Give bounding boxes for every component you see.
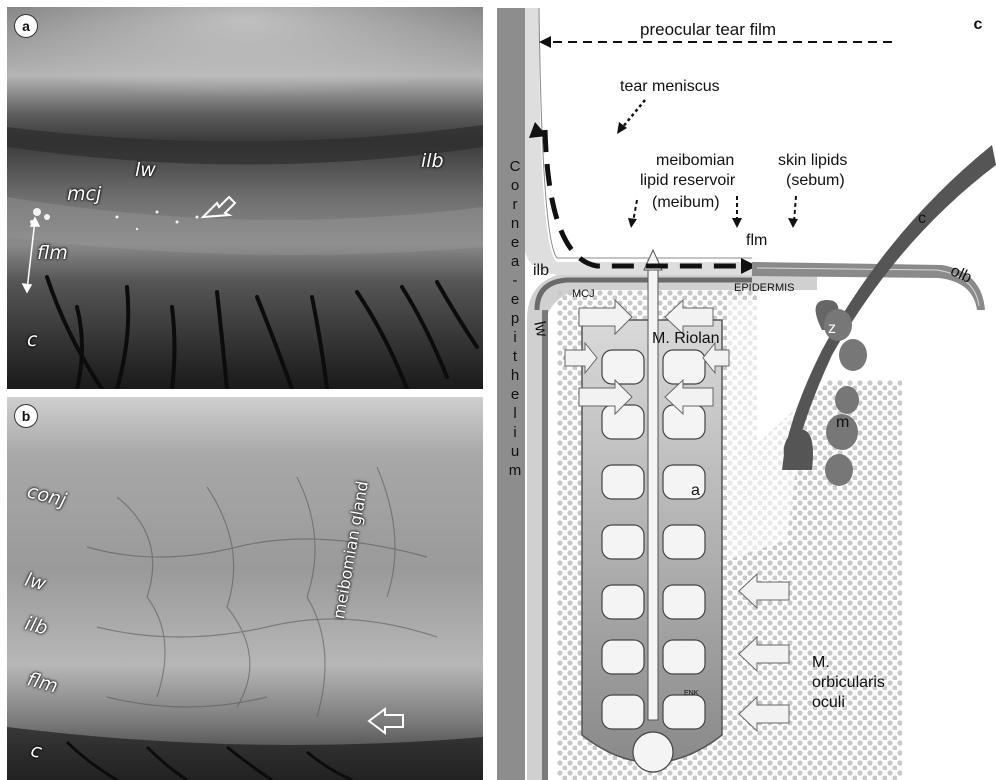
label-ilb: ilb [421, 150, 444, 172]
cornea-letter: i [506, 424, 524, 441]
cornea-letter: u [506, 443, 524, 460]
cornea-letter: C [506, 158, 524, 175]
label-epidermis: EPIDERMIS [734, 282, 795, 295]
panel-b-photo: b conj lw ilb flm c meibomian gland [7, 397, 483, 780]
cornea-letter: a [506, 253, 524, 270]
cornea-letter: h [506, 367, 524, 384]
label-flm: flm [37, 242, 68, 264]
cornea-letter: e [506, 291, 524, 308]
label-preocular-tear-film: preocular tear film [640, 20, 776, 40]
label-meibomian-line3: (meibum) [652, 194, 720, 212]
label-mcj: mcj [67, 183, 101, 205]
cornea-letter: e [506, 234, 524, 251]
label-skin-line2: (sebum) [786, 172, 845, 190]
cornea-letter: t [506, 348, 524, 365]
label-meibomian-line2: lipid reservoir [640, 172, 735, 190]
label-skin-line1: skin lipids [778, 152, 847, 170]
label-flm-c: flm [746, 232, 767, 250]
label-c: c [27, 329, 37, 351]
cornea-letter: i [506, 329, 524, 346]
cornea-letter: n [506, 215, 524, 232]
cornea-letter: - [506, 272, 524, 289]
panel-b-image [7, 397, 483, 780]
label-orbicularis-line1: M. [812, 654, 830, 672]
cornea-letter: o [506, 177, 524, 194]
cornea-letter: l [506, 405, 524, 422]
label-orbicularis-line3: oculi [812, 694, 845, 712]
panel-a-photo: a lw mcj ilb flm c [7, 7, 483, 389]
cornea-letter: p [506, 310, 524, 327]
label-z: z [828, 320, 836, 338]
label-m: m [836, 414, 849, 432]
label-m-riolan: M. Riolan [652, 330, 720, 348]
label-lw: lw [135, 159, 156, 181]
label-orbicularis-line2: orbicularis [812, 674, 885, 692]
cornea-letter: m [506, 462, 524, 479]
panel-a-badge: a [15, 15, 37, 37]
label-enk: ENK [684, 690, 698, 698]
label-ilb-c: ilb [533, 262, 549, 280]
cornea-letter: e [506, 386, 524, 403]
label-c-hair: c [918, 210, 926, 228]
cornea-letter: r [506, 196, 524, 213]
label-mcj-c: MCJ [572, 288, 595, 301]
panel-c-badge: c [967, 14, 989, 36]
label-meibomian-line1: meibomian [656, 152, 734, 170]
panel-b-badge: b [15, 405, 37, 427]
label-a: a [691, 482, 700, 500]
panel-c-diagram [487, 0, 996, 780]
label-tear-meniscus: tear meniscus [620, 78, 720, 96]
